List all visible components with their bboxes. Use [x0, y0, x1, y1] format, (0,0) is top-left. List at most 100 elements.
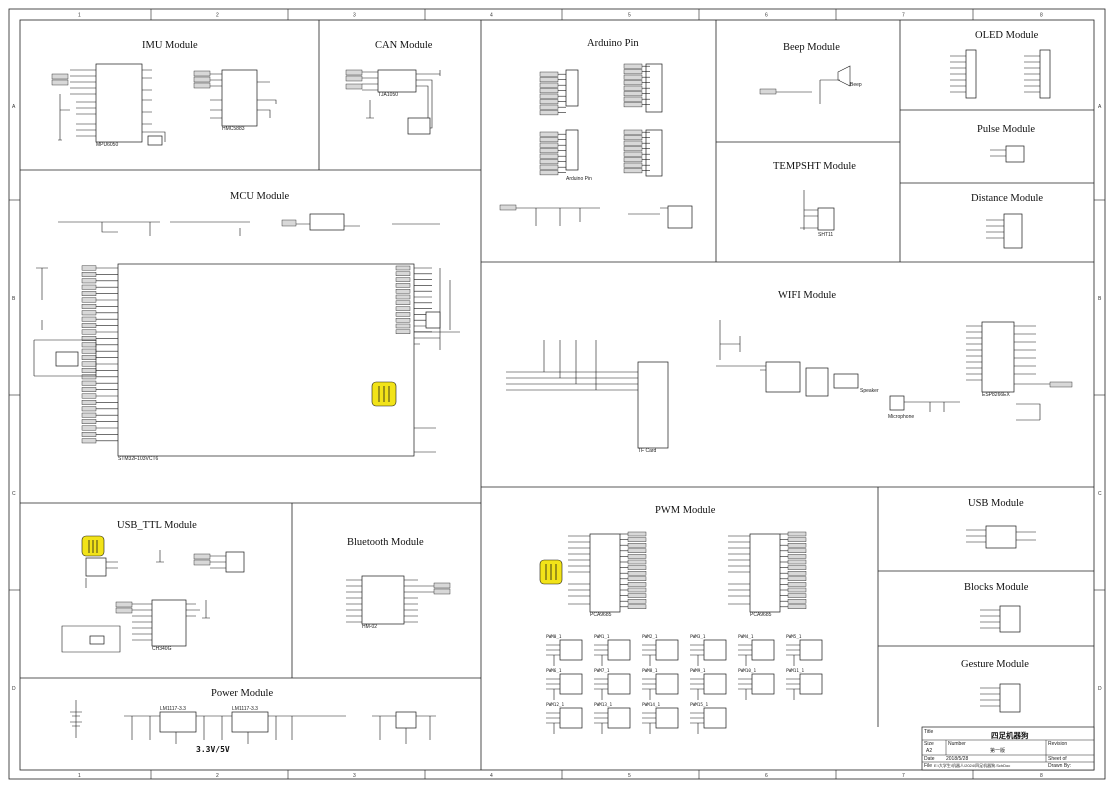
title-can: CAN Module: [375, 40, 433, 51]
title-distance: Distance Module: [971, 193, 1043, 204]
ruler-col-5-bottom: 5: [628, 773, 631, 779]
tb-revision-label: Revision: [1048, 741, 1067, 747]
arduino-net: [623, 91, 643, 97]
mcu-net-left: [81, 336, 97, 341]
servo-connector: [607, 639, 631, 661]
pwm-net: [787, 554, 807, 559]
ruler-col-6-bottom: 6: [765, 773, 768, 779]
arduino-net: [623, 96, 643, 102]
mcu-net-right: [395, 271, 411, 276]
arduino-net: [539, 164, 559, 170]
tb-size-value: A2: [926, 748, 932, 754]
pwm-net: [627, 576, 647, 581]
servo-wire: [738, 678, 752, 700]
mcu-net-left: [81, 316, 97, 322]
ruler-col-4-bottom: 4: [490, 773, 493, 779]
arduino-net: [623, 85, 643, 91]
power-module: LM1117-3.3 LM1117-3.3 3.3V/5V: [70, 700, 436, 754]
mcu-net-right: [395, 277, 411, 282]
pwm-net: [787, 587, 807, 593]
pwm-chip-b-label: PCA9685: [750, 612, 772, 618]
title-power: Power Module: [211, 688, 273, 699]
servo-connector: [703, 639, 727, 661]
microphone-label: Microphone: [888, 414, 914, 420]
mcu-module: STM32F103VCT6: [33, 213, 460, 462]
mcu-net-left: [81, 342, 97, 348]
tb-drawn-label: Drawn By:: [1048, 763, 1071, 769]
tb-title-value: 四足机器狗: [991, 730, 1029, 740]
mcu-net-left: [81, 348, 97, 354]
pwm-net: [787, 593, 807, 598]
servo-connector: [559, 707, 583, 729]
title-arduino: Arduino Pin: [587, 38, 639, 49]
mcu-net-left: [81, 380, 97, 386]
ruler-col-4: 4: [490, 13, 493, 19]
title-pwm: PWM Module: [655, 505, 716, 516]
tb-date-label: Date: [924, 756, 935, 762]
arduino-net: [539, 82, 559, 88]
mcu-net-right: [395, 312, 411, 317]
ruler-col-2: 2: [216, 13, 219, 19]
arduino-net: [623, 157, 643, 163]
ruler-col-1: 1: [78, 13, 81, 19]
servo-label: PWM8_1: [642, 668, 658, 674]
title-usb: USB Module: [968, 498, 1024, 509]
pwm-net: [787, 604, 807, 609]
servo-label: PWM1_1: [594, 634, 610, 640]
pwm-net: [627, 599, 647, 604]
mcu-net-right: [395, 306, 411, 311]
servo-label: PWM5_1: [786, 634, 802, 640]
servo-label: PWM13_1: [594, 702, 613, 708]
ldo-1: [159, 711, 197, 733]
servo-wire: [546, 678, 560, 700]
ldo-2-label: LM1117-3.3: [232, 706, 258, 712]
pwm-net: [787, 582, 807, 587]
ldo-2: [231, 711, 269, 733]
arduino-net: [539, 153, 559, 159]
bluetooth-module: HM-02: [346, 575, 451, 630]
mcu-chip: [117, 263, 415, 457]
tempsht-module: SHT11: [800, 190, 835, 238]
ruler-row-d: D: [12, 686, 16, 692]
beep-label: Beep: [850, 82, 862, 88]
bt-chip-label: HM-02: [362, 624, 377, 630]
power-voltage-label: 3.3V/5V: [196, 745, 230, 754]
arduino-net: [539, 77, 559, 83]
arduino-net: [623, 162, 643, 168]
title-oled: OLED Module: [975, 30, 1039, 41]
title-imu: IMU Module: [142, 40, 198, 51]
wifi-chip: [981, 321, 1015, 393]
imu-module: MPU6050 HMC5883: [51, 63, 277, 148]
servo-connector: [607, 707, 631, 729]
servo-label: PWM15_1: [690, 702, 709, 708]
usb-ttl-chip: [151, 599, 187, 647]
servo-connector: [703, 707, 727, 729]
servo-label: PWM12_1: [546, 702, 565, 708]
arduino-net: [539, 159, 559, 165]
servo-label: PWM9_1: [690, 668, 706, 674]
servo-wire: [594, 678, 608, 700]
sd-card-label: TF Card: [638, 448, 657, 454]
distance-module: [986, 213, 1023, 249]
imu-chip: [95, 63, 143, 143]
arduino-net: [623, 80, 643, 86]
tb-date-value: 2018/5/28: [946, 756, 968, 762]
servo-label: PWM10_1: [738, 668, 757, 674]
servo-connector: [559, 639, 583, 661]
pwm-net: [787, 531, 807, 537]
title-tempsht: TEMPSHT Module: [773, 161, 856, 172]
mcu-net-left: [81, 278, 97, 284]
mcu-net-left: [81, 304, 97, 309]
magnetometer-chip-label: HMC5883: [222, 126, 245, 132]
mcu-net-left: [81, 291, 97, 296]
servo-wire: [786, 644, 800, 666]
usb-ttl-chip-label: CH340G: [152, 646, 172, 652]
arduino-net: [623, 151, 643, 157]
arduino-net: [539, 110, 559, 116]
pwm-chip-a: [589, 533, 621, 613]
mcu-net-left: [81, 438, 97, 444]
pwm-net: [627, 587, 647, 593]
arduino-module: Arduino Pin: [499, 63, 693, 229]
mcu-net-left: [81, 323, 97, 328]
